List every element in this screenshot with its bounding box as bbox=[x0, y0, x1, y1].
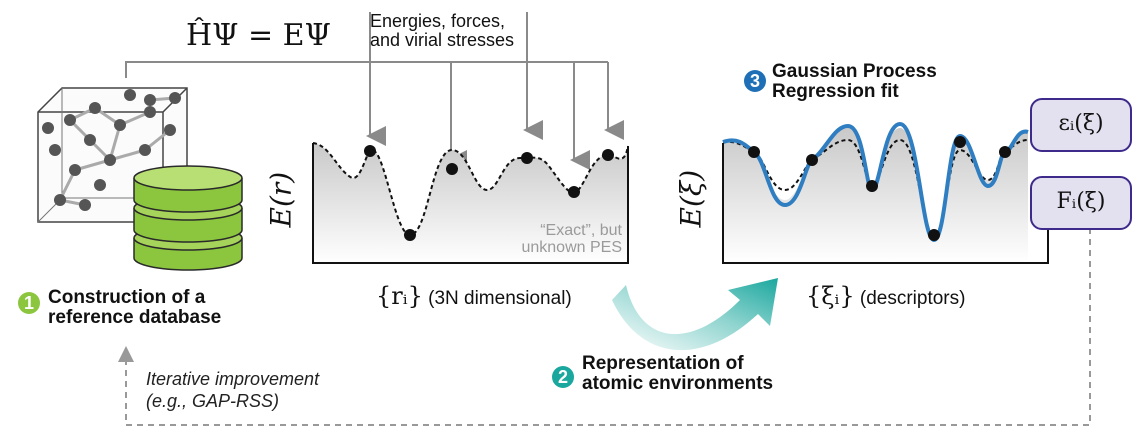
energies-note: Energies, forces, and virial stresses bbox=[370, 12, 514, 50]
step1-title-line1: Construction of a bbox=[48, 287, 206, 308]
pes-x-axis-label: {rᵢ} (3N dimensional) bbox=[376, 282, 572, 310]
step3-badge: 3 bbox=[744, 70, 766, 92]
step3-title: Gaussian Process Regression fit bbox=[772, 62, 937, 102]
pes-axes bbox=[312, 143, 629, 264]
step2-title: Representation of atomic environments bbox=[582, 354, 773, 394]
step2-title-line2: atomic environments bbox=[582, 373, 774, 394]
fit-x-text: (descriptors) bbox=[859, 288, 966, 309]
step1-title: Construction of a reference database bbox=[48, 288, 221, 328]
top-connector-line bbox=[125, 61, 608, 78]
step3-title-line1: Gaussian Process bbox=[772, 61, 937, 82]
step2-badge: 2 bbox=[552, 366, 574, 388]
fit-panel-graphic bbox=[722, 121, 1049, 264]
fit-axes bbox=[722, 143, 1049, 264]
fit-y-axis-label: E(ξ) bbox=[674, 169, 708, 228]
representation-arrow bbox=[612, 278, 778, 351]
step1-title-line2: reference database bbox=[48, 307, 222, 328]
fit-reference-curve bbox=[722, 138, 1029, 237]
gpr-fit-curve bbox=[722, 121, 1029, 243]
iterative-line1: Iterative improvement bbox=[146, 369, 320, 389]
pes-note: “Exact”, but unknown PES bbox=[512, 222, 622, 256]
step1-badge: 1 bbox=[18, 292, 40, 314]
energies-note-line2: and virial stresses bbox=[370, 30, 515, 50]
pes-note-line1: “Exact”, but bbox=[540, 222, 622, 239]
schrodinger-equation: ĤΨ = EΨ bbox=[186, 18, 331, 53]
local-energy-box: εᵢ(ξ) bbox=[1030, 98, 1132, 152]
pes-x-text: (3N dimensional) bbox=[428, 288, 572, 309]
pes-y-axis-label: E(r) bbox=[264, 171, 298, 228]
pes-note-line2: unknown PES bbox=[521, 239, 622, 256]
force-box: Fᵢ(ξ) bbox=[1030, 176, 1132, 230]
database-icon bbox=[133, 165, 243, 271]
energies-note-line1: Energies, forces, bbox=[370, 11, 506, 31]
iterative-improvement-note: Iterative improvement (e.g., GAP-RSS) bbox=[146, 368, 319, 412]
feedback-loop-line bbox=[125, 228, 1091, 426]
step2-title-line1: Representation of bbox=[582, 353, 744, 374]
pes-x-math: {rᵢ} bbox=[376, 282, 423, 310]
feedback-arrow-head bbox=[118, 346, 134, 362]
step3-title-line2: Regression fit bbox=[772, 81, 899, 102]
iterative-line2: (e.g., GAP-RSS) bbox=[146, 391, 280, 411]
fit-x-axis-label: {ξᵢ} (descriptors) bbox=[806, 282, 965, 310]
pes-panel-graphic bbox=[312, 142, 629, 264]
fit-x-math: {ξᵢ} bbox=[806, 282, 855, 310]
